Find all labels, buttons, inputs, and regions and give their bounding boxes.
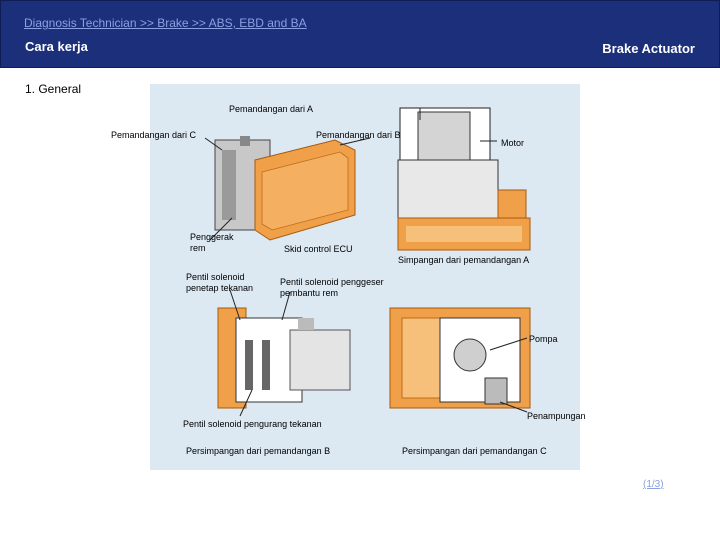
label-skid-ecu: Skid control ECU: [284, 244, 353, 254]
breadcrumb[interactable]: Diagnosis Technician >> Brake >> ABS, EB…: [24, 16, 307, 30]
label-pressure-reducing-valve: Pentil solenoid pengurang tekanan: [183, 419, 322, 429]
header-bar: Diagnosis Technician >> Brake >> ABS, EB…: [0, 0, 720, 68]
topic-title: Brake Actuator: [602, 41, 695, 56]
page-indicator-link[interactable]: (1/3): [643, 479, 664, 490]
label-view-b: Pemandangan dari B: [316, 130, 401, 140]
label-cross-section-c: Persimpangan dari pemandangan C: [402, 446, 547, 456]
label-brake-actuator: Penggerak rem: [190, 232, 234, 253]
label-motor: Motor: [501, 138, 525, 148]
content-heading: 1. General: [25, 82, 82, 96]
label-pump: Pompa: [529, 334, 558, 344]
label-cross-section-a: Simpangan dari pemandangan A: [398, 255, 530, 265]
label-view-a: Pemandangan dari A: [229, 104, 314, 114]
label-cross-section-b: Persimpangan dari pemandangan B: [186, 446, 331, 456]
view-a-image: [397, 107, 531, 251]
label-reservoir: Penampungan: [527, 411, 586, 421]
view-b-image: [217, 307, 351, 409]
label-brake-assist-valve: Pentil solenoid penggeser pembantu rem: [280, 277, 384, 298]
section-title: Cara kerja: [25, 39, 88, 54]
view-c-image: [389, 307, 531, 409]
leader-lines: [204, 108, 528, 417]
label-pressure-holding-valve: Pentil solenoid penetap tekanan: [186, 272, 254, 293]
label-view-c: Pemandangan dari C: [111, 130, 197, 140]
actuator-unit-image: [214, 136, 356, 241]
